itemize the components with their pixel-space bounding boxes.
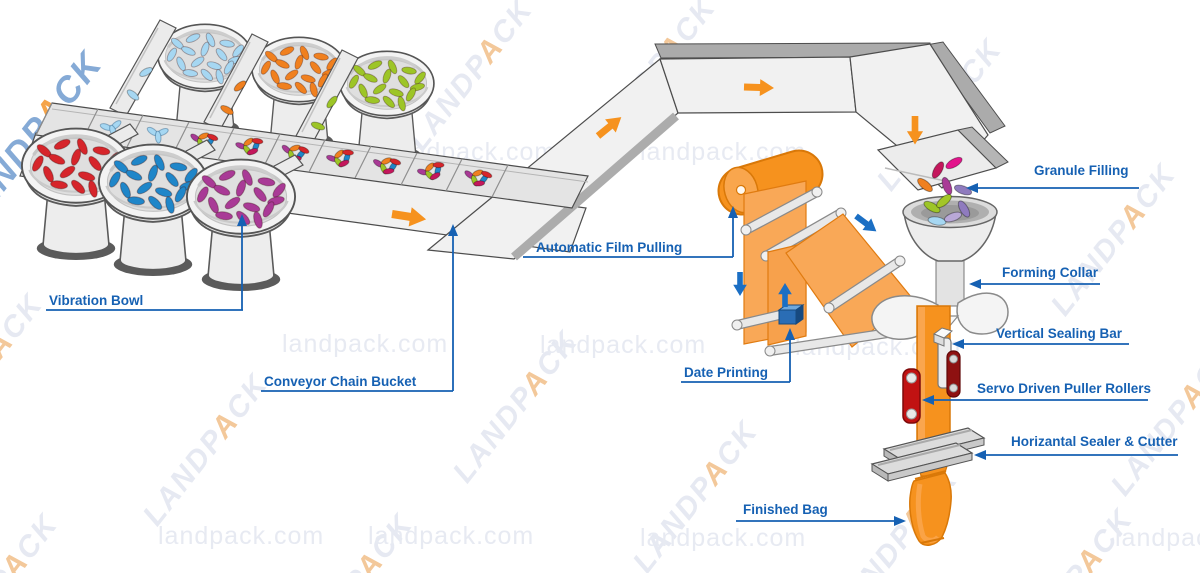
watermark-url: landpack.com [158,522,325,550]
label-forming-collar: Forming Collar [1002,265,1099,280]
discharge-hopper [876,126,1009,191]
film-guide-rollers [740,186,847,262]
label-vertical-sealing-bar: Vertical Sealing Bar [996,326,1123,341]
conveyor-chain-bucket-strip [35,102,589,209]
label-granule-filling: Granule Filling [1034,163,1129,178]
forming-funnel [902,195,998,307]
leader-arrowheads [237,183,986,526]
watermark-url: landpack.com [1115,524,1200,552]
horizontal-sealer-bars [870,427,986,482]
watermark-url: landpack.com [282,330,449,358]
label-conveyor-chain-bucket: Conveyor Chain Bucket [264,374,417,389]
film-roll [717,149,824,216]
label-vibration-bowl: Vibration Bowl [49,293,144,308]
finished-bag-shape [909,470,952,546]
label-servo-driven-puller-rollers: Servo Driven Puller Rollers [977,381,1152,396]
watermark-url: landpack.com [540,331,707,359]
date-printer-box [777,304,805,325]
bowl-feed-chutes [109,19,359,145]
label-automatic-film-pulling: Automatic Film Pulling [536,240,683,255]
puller-roller-left [902,368,921,424]
puller-roller-right [946,350,961,398]
granule-pieces [917,156,973,226]
label-finished-bag: Finished Bag [743,502,828,517]
label-horizontal-sealer-cutter: Horizantal Sealer & Cutter [1011,434,1178,449]
watermark-url: landpack.com [368,522,535,550]
watermark-url: landpack.com [640,524,807,552]
label-date-printing: Date Printing [684,365,769,380]
leader-lines [46,187,1178,522]
